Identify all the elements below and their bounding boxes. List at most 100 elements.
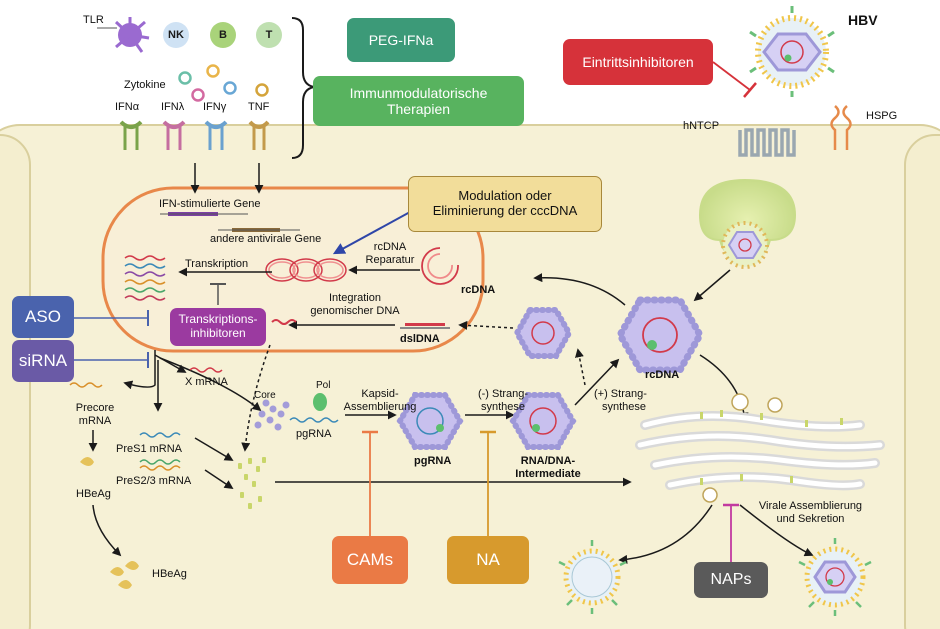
pgrna-strand [289, 417, 339, 423]
cccdna-line2: Eliminierung der cccDNA [432, 203, 578, 218]
arrow [699, 354, 749, 422]
mrna-squiggles [124, 255, 166, 301]
arrow [618, 504, 713, 564]
transcription-line2: inhibitoren [190, 326, 246, 340]
plus-line2: synthese [602, 400, 647, 413]
receptor-ifng [204, 120, 228, 150]
immunomodulatory-therapy-box: Immunmodulatorische Therapien [313, 76, 524, 126]
secreted-virion [798, 538, 872, 616]
na-box: NA [447, 536, 529, 584]
arrow [574, 358, 620, 406]
cccdna-line1: Modulation oder [458, 188, 552, 204]
ifn-genes-label: IFN-stimulierte Gene [159, 198, 261, 210]
intermediate-label: RNA/DNA- Intermediate [508, 455, 588, 480]
pol-protein [313, 393, 327, 411]
capsid-intermediate [509, 392, 577, 450]
entry-inhibitor-box: Eintrittsinhibitoren [563, 39, 713, 85]
rcdna-nucleus [421, 247, 459, 285]
cccdna-loops [265, 258, 347, 282]
integration-label: Integration genomischer DNA [300, 292, 410, 317]
pgrna-capsid-label: pgRNA [414, 455, 452, 467]
pres2-mrna-strand [139, 465, 181, 471]
arrow-dotted [458, 320, 514, 330]
hspg-receptor [830, 105, 852, 150]
secretion-line1: Virale Assemblierung [758, 500, 863, 512]
arrow [204, 469, 234, 489]
arrow [154, 354, 187, 373]
arrow-dotted [241, 344, 271, 452]
core-label: Core [254, 390, 276, 401]
capsid-dotted [513, 307, 573, 359]
pres2-mrna-label: PreS2/3 mRNA [116, 475, 192, 487]
x-mrna-label: X mRNA [185, 376, 228, 388]
cytokine-dot [191, 88, 205, 102]
cytokine-dot [178, 71, 192, 85]
neighbor-cell-right [904, 134, 940, 629]
cytokine-dot [255, 83, 269, 97]
rcdna-repair-label: rcDNA Reparatur [362, 241, 418, 266]
cytokine-label: Zytokine [124, 79, 166, 91]
hbv-virion [749, 6, 835, 97]
integration-line1: Integration [329, 292, 381, 304]
arrow [194, 437, 234, 461]
cytokine-dot [223, 81, 237, 95]
intermediate-line1: RNA/DNA- [520, 455, 576, 467]
b-cell-badge: B [210, 22, 236, 48]
arrow [693, 269, 731, 302]
rcdna-capsid-label: rcDNA [645, 369, 680, 381]
intermediate-line2: Intermediate [515, 467, 581, 480]
assembly-line2: Assemblierung [343, 400, 417, 413]
capsid-pgrna [396, 392, 464, 450]
tlr-cell-icon [97, 17, 150, 53]
core-protein-dots [254, 399, 290, 431]
hntcp-receptor [738, 128, 796, 157]
receptor-ifnl [162, 120, 186, 150]
pres1-mrna-strand [139, 432, 181, 438]
t-cell-badge: T [256, 22, 282, 48]
hbeag-label: HBeAg [76, 488, 111, 500]
hbv-label: HBV [848, 12, 878, 28]
precore-mrna-strand [69, 382, 103, 388]
arrow [123, 350, 156, 390]
immunomod-line2: Therapien [386, 101, 451, 117]
precore-line1: Precore [75, 402, 115, 414]
er-vesicles [702, 393, 783, 503]
dsldna-label: dslDNA [400, 333, 440, 345]
minus-line1: (-) Strang- [477, 388, 529, 400]
hbeag-secreted-label: HBeAg [152, 568, 187, 580]
hbeag-secreted-shape [125, 561, 139, 570]
capsid-rcdna [615, 296, 705, 374]
hbeag-shape [80, 457, 94, 466]
integration-line2: genomischer DNA [310, 304, 400, 317]
integrated-dna [271, 319, 297, 325]
tlr-label: TLR [83, 14, 104, 26]
minus-line2: synthese [480, 400, 526, 413]
arrow [92, 504, 122, 557]
surface-proteins [238, 457, 266, 509]
arrow [739, 504, 814, 557]
rcdna-nucleus-label: rcDNA [461, 284, 496, 296]
hntcp-label: hNTCP [683, 120, 720, 132]
er-surface-proteins [700, 410, 843, 485]
hspg-label: HSPG [866, 110, 898, 122]
arrow [332, 211, 411, 255]
peg-ifna-box: PEG-IFNa [347, 18, 455, 62]
nk-cell-badge: NK [163, 22, 189, 48]
endosome-virus [721, 221, 769, 269]
ifna-label: IFNα [115, 101, 140, 113]
pol-label: Pol [316, 380, 331, 391]
arrow [533, 273, 626, 306]
capsid-assembly-label: Kapsid- Assemblierung [340, 388, 420, 413]
naps-box: NAPs [694, 562, 768, 598]
pres2-mrna-strand [139, 459, 181, 465]
plus-strand-label: (+) Strang- synthese [594, 388, 647, 413]
minus-strand-label: (-) Strang- synthese [472, 388, 534, 413]
plus-line1: (+) Strang- [594, 388, 647, 400]
transcription-inhibitor-box: Transkriptions- inhibitoren [170, 308, 266, 346]
pres1-mrna-label: PreS1 mRNA [116, 443, 183, 455]
rcdna-repair-line1: rcDNA [373, 241, 407, 253]
tnf-label: TNF [248, 101, 270, 113]
ifng-label: IFNγ [203, 101, 227, 113]
